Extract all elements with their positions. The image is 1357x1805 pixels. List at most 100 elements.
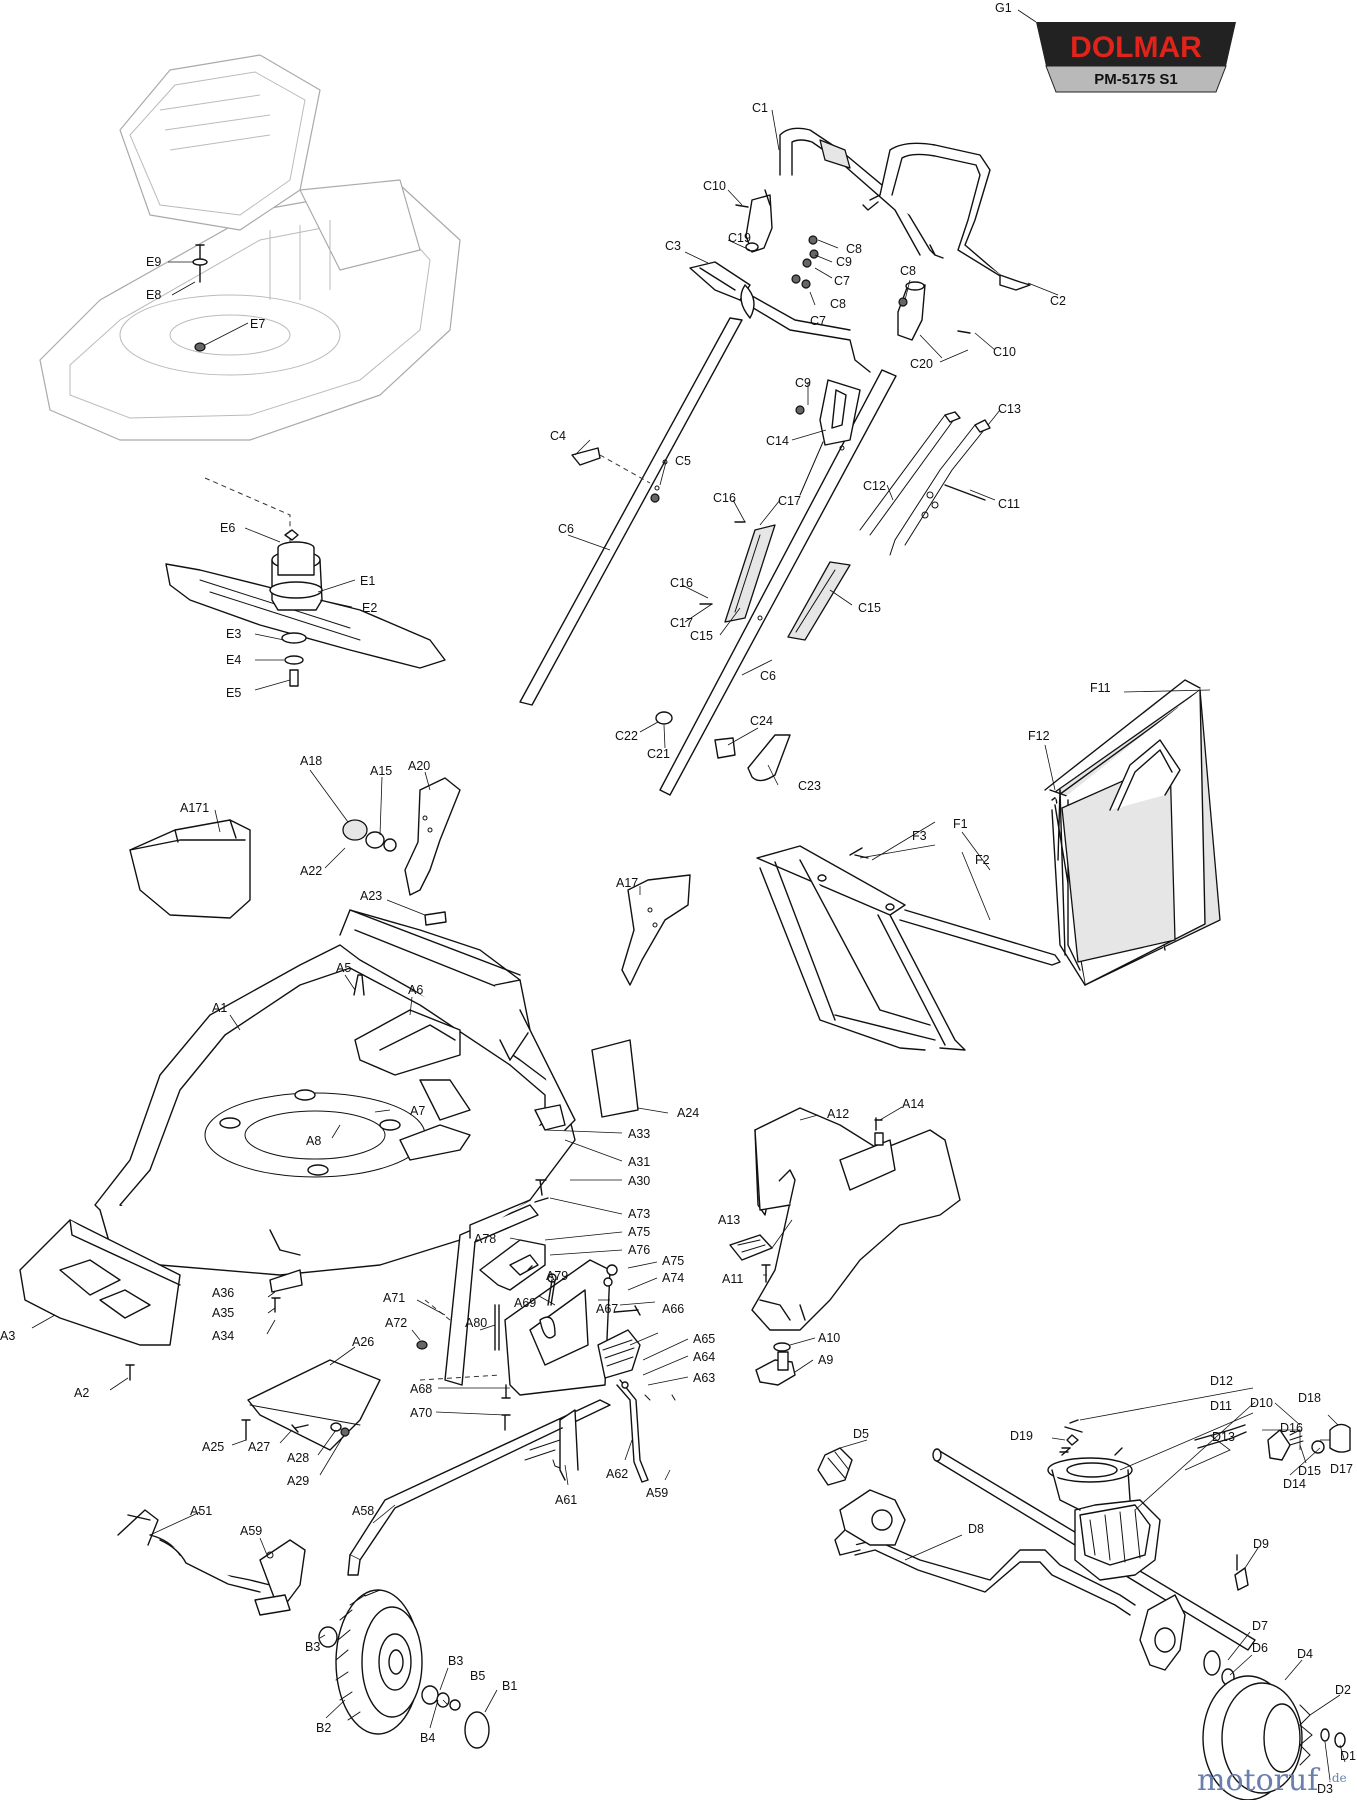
- logo-model: PM-5175 S1: [1094, 71, 1177, 88]
- label-A63: A63: [693, 1371, 715, 1385]
- label-D3: D3: [1317, 1782, 1333, 1796]
- label-D5: D5: [853, 1427, 869, 1441]
- label-A8: A8: [306, 1134, 321, 1148]
- label-A34: A34: [212, 1329, 234, 1343]
- label-A64: A64: [693, 1350, 715, 1364]
- label-D19: D19: [1010, 1429, 1033, 1443]
- watermark-text: motoruf: [1197, 1763, 1320, 1798]
- label-A80: A80: [465, 1316, 487, 1330]
- label-A11: A11: [722, 1272, 743, 1286]
- logo-model-plate: [1045, 65, 1227, 93]
- label-C8-third: C8: [900, 264, 916, 278]
- label-A27: A27: [248, 1440, 270, 1454]
- label-A78: A78: [474, 1232, 496, 1246]
- label-A71: A71: [383, 1291, 405, 1305]
- label-A13: A13: [718, 1213, 740, 1227]
- label-C4: C4: [550, 429, 566, 443]
- label-D6: D6: [1252, 1641, 1268, 1655]
- label-D13: D13: [1212, 1430, 1235, 1444]
- label-D9: D9: [1253, 1537, 1269, 1551]
- label-D16: D16: [1280, 1421, 1303, 1435]
- label-A67: A67: [596, 1302, 618, 1316]
- label-D15: D15: [1298, 1464, 1321, 1478]
- rear-flap: [125, 1269, 381, 1451]
- label-E8: E8: [146, 288, 161, 302]
- label-B3-left: B3: [305, 1640, 320, 1654]
- label-D8: D8: [968, 1522, 984, 1536]
- engine-deck-ghost: [39, 54, 461, 441]
- label-B2: B2: [316, 1721, 331, 1735]
- brand-logo: DOLMAR PM-5175 S1: [1017, 9, 1236, 93]
- label-A23: A23: [360, 889, 382, 903]
- label-A62: A62: [606, 1467, 628, 1481]
- label-A70: A70: [410, 1406, 432, 1420]
- label-A65: A65: [693, 1332, 715, 1346]
- label-F1: F1: [953, 817, 968, 831]
- label-A35: A35: [212, 1306, 234, 1320]
- label-A25: A25: [202, 1440, 224, 1454]
- watermark-suffix: .de: [1328, 1771, 1347, 1785]
- label-F11: F11: [1090, 681, 1111, 695]
- label-C7-upper: C7: [834, 274, 850, 288]
- label-A68: A68: [410, 1382, 432, 1396]
- label-A7: A7: [410, 1104, 425, 1118]
- label-C16-lower: C16: [670, 576, 693, 590]
- label-A171: A171: [180, 801, 209, 815]
- label-A6: A6: [408, 983, 423, 997]
- label-D12: D12: [1210, 1374, 1233, 1388]
- label-C14: C14: [766, 434, 789, 448]
- label-F3: F3: [912, 829, 927, 843]
- label-A5: A5: [336, 961, 351, 975]
- label-E7: E7: [250, 317, 265, 331]
- grass-catcher: [1044, 679, 1221, 986]
- label-C2: C2: [1050, 294, 1066, 308]
- chute-small-parts: [729, 1117, 877, 1386]
- label-A1: A1: [212, 1001, 227, 1015]
- label-C15-left: C15: [690, 629, 713, 643]
- label-C17-lower: C17: [670, 616, 693, 630]
- label-C10-left: C10: [703, 179, 726, 193]
- label-A75-lower: A75: [662, 1254, 684, 1268]
- grass-bag-frame: [756, 845, 1061, 1051]
- label-A72: A72: [385, 1316, 407, 1330]
- label-D11: D11: [1210, 1399, 1232, 1413]
- label-G1: G1: [995, 1, 1012, 15]
- label-A2: A2: [74, 1386, 89, 1400]
- label-C21: C21: [647, 747, 670, 761]
- drive-assembly: [817, 1419, 1351, 1801]
- label-E2: E2: [362, 601, 377, 615]
- front-guard: [19, 819, 251, 1346]
- label-C12: C12: [863, 479, 886, 493]
- label-D7: D7: [1252, 1619, 1268, 1633]
- label-A75-upper: A75: [628, 1225, 650, 1239]
- label-C8-first: C8: [846, 242, 862, 256]
- label-C3: C3: [665, 239, 681, 253]
- watermark: motoruf .de: [1197, 1763, 1347, 1798]
- label-A28: A28: [287, 1451, 309, 1465]
- label-A20: A20: [408, 759, 430, 773]
- label-A9: A9: [818, 1353, 833, 1367]
- label-C5: C5: [675, 454, 691, 468]
- label-D17: D17: [1330, 1462, 1353, 1476]
- label-A12: A12: [827, 1107, 849, 1121]
- label-E4: E4: [226, 653, 241, 667]
- label-B4: B4: [420, 1731, 435, 1745]
- label-A51: A51: [190, 1504, 212, 1518]
- label-D10: D10: [1250, 1396, 1273, 1410]
- label-A58: A58: [352, 1504, 374, 1518]
- label-B5: B5: [470, 1669, 485, 1683]
- label-A3: A3: [0, 1329, 15, 1343]
- leader-lines: [31, 109, 1346, 1781]
- label-C1: C1: [752, 101, 768, 115]
- discharge-chute: [591, 1039, 961, 1331]
- label-A69: A69: [514, 1296, 536, 1310]
- label-A61: A61: [555, 1493, 577, 1507]
- label-C8-second: C8: [830, 297, 846, 311]
- label-A73: A73: [628, 1207, 650, 1221]
- label-F2: F2: [975, 853, 990, 867]
- label-C16-upper: C16: [713, 491, 736, 505]
- label-E3: E3: [226, 627, 241, 641]
- label-E5: E5: [226, 686, 241, 700]
- label-C13: C13: [998, 402, 1021, 416]
- logo-banner: [1036, 22, 1236, 66]
